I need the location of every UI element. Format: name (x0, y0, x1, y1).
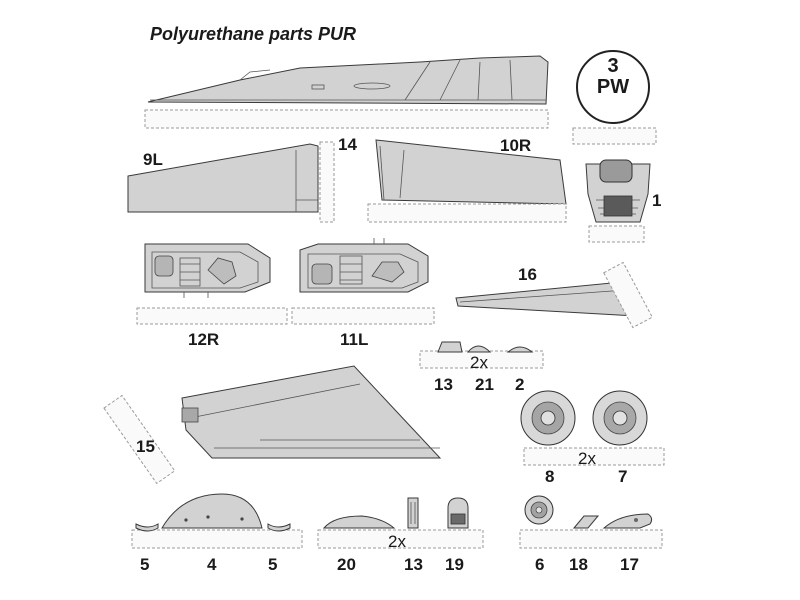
parts-20-13-19 (317, 497, 484, 549)
part-9L-wing (127, 141, 335, 223)
label-qty-misc: 2x (388, 532, 406, 551)
label-qty-small-parts: 2x (470, 353, 488, 372)
parts-6-18-17 (519, 495, 663, 549)
label-part-7: 7 (618, 467, 628, 486)
label-part-16: 16 (518, 265, 537, 284)
pw-badge-number: 3 (607, 55, 619, 77)
label-part-2: 2 (515, 375, 525, 394)
label-part-10R: 10R (500, 136, 532, 155)
label-part-17: 17 (620, 555, 639, 574)
part-14-fuselage (144, 55, 549, 129)
part-7-wheel (592, 390, 648, 446)
parts-5-4-5 (131, 493, 303, 549)
label-part-15: 15 (136, 437, 155, 456)
small-parts-13-21-2 (419, 341, 544, 369)
pw-badge-text: PW (596, 76, 630, 98)
sheet-title: Polyurethane parts PUR (150, 24, 357, 44)
part-16-fin (455, 261, 653, 329)
part-11L-bay (291, 238, 435, 325)
pw-badge: 3 PW (576, 56, 650, 98)
part-1-cockpit (585, 159, 651, 243)
label-part-19: 19 (445, 555, 464, 574)
label-part-8: 8 (545, 467, 555, 486)
label-qty-wheels: 2x (578, 449, 596, 468)
label-part-5a: 5 (140, 555, 150, 574)
label-part-4: 4 (207, 555, 217, 574)
label-part-21: 21 (475, 375, 494, 394)
label-part-18: 18 (569, 555, 588, 574)
label-part-14: 14 (338, 135, 357, 154)
label-part-12R: 12R (188, 330, 220, 349)
label-part-13a: 13 (434, 375, 453, 394)
part-12R-bay (136, 243, 288, 325)
part-8-wheel (520, 390, 576, 446)
label-part-20: 20 (337, 555, 356, 574)
label-part-9L: 9L (143, 150, 163, 169)
label-part-6: 6 (535, 555, 545, 574)
label-part-11L: 11L (340, 330, 369, 349)
label-part-5b: 5 (268, 555, 278, 574)
label-part-1: 1 (652, 191, 662, 210)
part-10R-wing (367, 139, 567, 223)
part-15-stabilizer (103, 365, 442, 485)
label-part-13b: 13 (404, 555, 423, 574)
part-3-pw-disc (572, 50, 657, 145)
